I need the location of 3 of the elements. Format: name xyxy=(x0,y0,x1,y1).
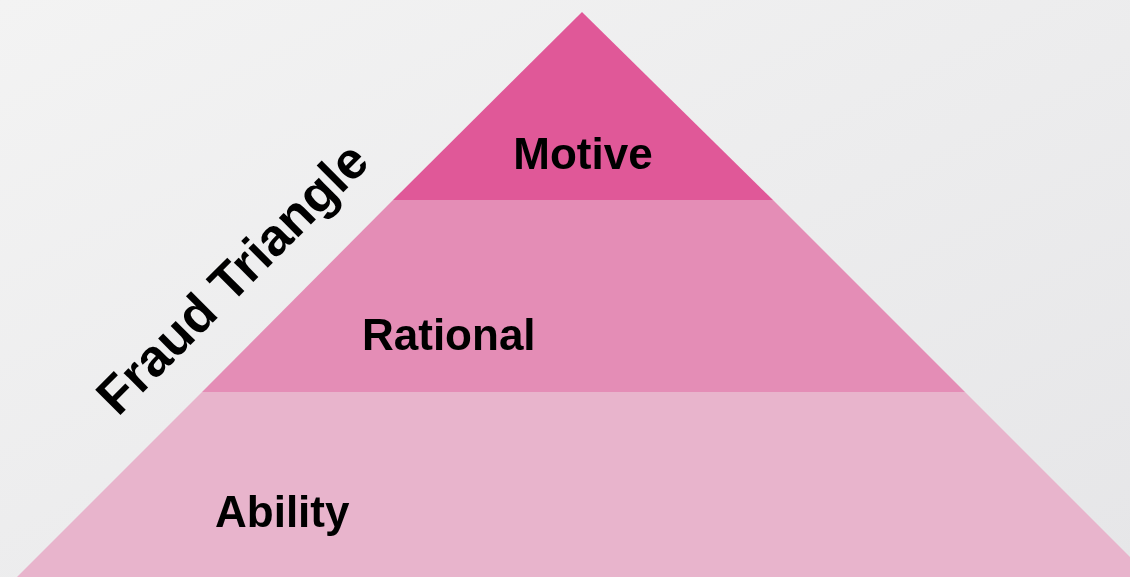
band-label: Ability xyxy=(215,490,350,534)
band-label: Motive xyxy=(513,132,653,176)
band-label: Rational xyxy=(362,313,536,357)
